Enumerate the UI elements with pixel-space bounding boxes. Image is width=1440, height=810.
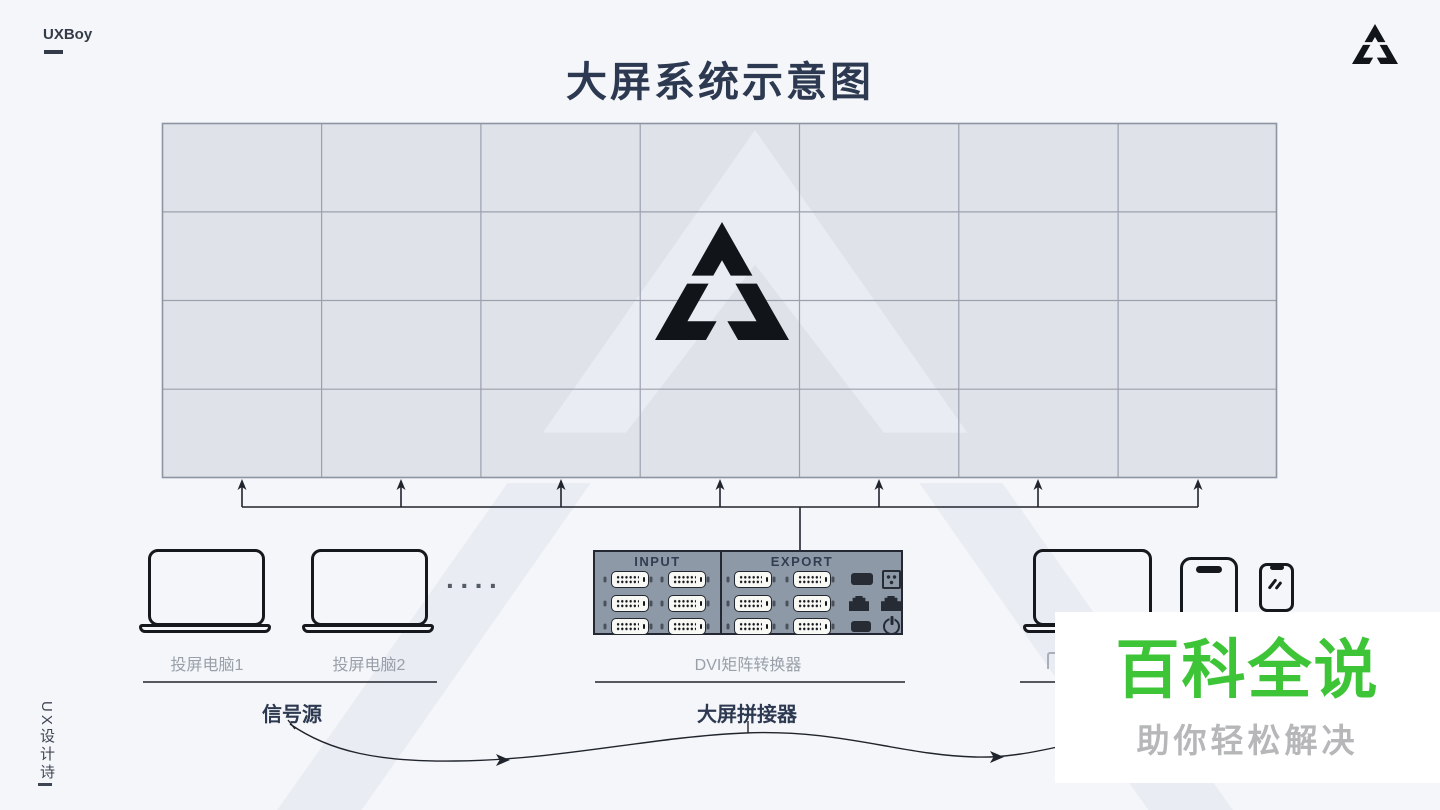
- side-signature-dash: [38, 783, 52, 786]
- dvi-matrix-converter: INPUT EXPORT: [593, 550, 903, 635]
- dvi-port: [734, 571, 772, 588]
- caption-laptop1: 投屏电脑1: [170, 657, 244, 674]
- dvi-port: [734, 618, 772, 635]
- caption-laptop2: 投屏电脑2: [332, 657, 406, 674]
- flow-curve: [287, 719, 1063, 766]
- group-label-splicer: 大屏拼接器: [697, 704, 797, 726]
- brand-dash: [44, 50, 63, 54]
- dvi-port: [793, 571, 831, 588]
- dvi-port: [611, 618, 649, 635]
- wall-center-logo-icon: [655, 222, 789, 340]
- dvi-port: [611, 595, 649, 612]
- brand-text: UXBoy: [43, 26, 93, 43]
- dvi-port: [793, 618, 831, 635]
- matrix-export-label: EXPORT: [770, 554, 834, 569]
- power-button-icon: [883, 618, 900, 635]
- dvi-port: [668, 618, 706, 635]
- hdmi-port-icon: [851, 573, 873, 585]
- page-title: 大屏系统示意图: [566, 59, 874, 105]
- group-label-signal-source: 信号源: [262, 704, 322, 726]
- dvi-port: [734, 595, 772, 612]
- caption-matrix: DVI矩阵转换器: [694, 657, 802, 674]
- dvi-port: [668, 595, 706, 612]
- watermark-title: 百科全说: [1115, 634, 1380, 706]
- dvi-port: [793, 595, 831, 612]
- signal-bus-lines: [241, 486, 1199, 551]
- side-signature: UX设计诗: [38, 701, 55, 782]
- triangle-logo-icon: [1352, 24, 1398, 64]
- matrix-divider: [720, 552, 722, 633]
- dvi-port: [611, 571, 649, 588]
- ethernet-port-icon: [849, 596, 869, 611]
- ethernet-port-icon: [881, 596, 901, 611]
- matrix-input-label: INPUT: [634, 554, 681, 569]
- watermark-overlay-card: 百科全说 助你轻松解决: [1055, 612, 1440, 783]
- power-socket-icon: [882, 570, 901, 589]
- dvi-port: [668, 571, 706, 588]
- watermark-subtitle: 助你轻松解决: [1136, 722, 1359, 759]
- usb-port-icon: [851, 621, 871, 632]
- up-arrowheads: [237, 479, 1203, 490]
- phone-small-icon: [1259, 563, 1294, 612]
- ellipsis-dots: ····: [446, 570, 504, 601]
